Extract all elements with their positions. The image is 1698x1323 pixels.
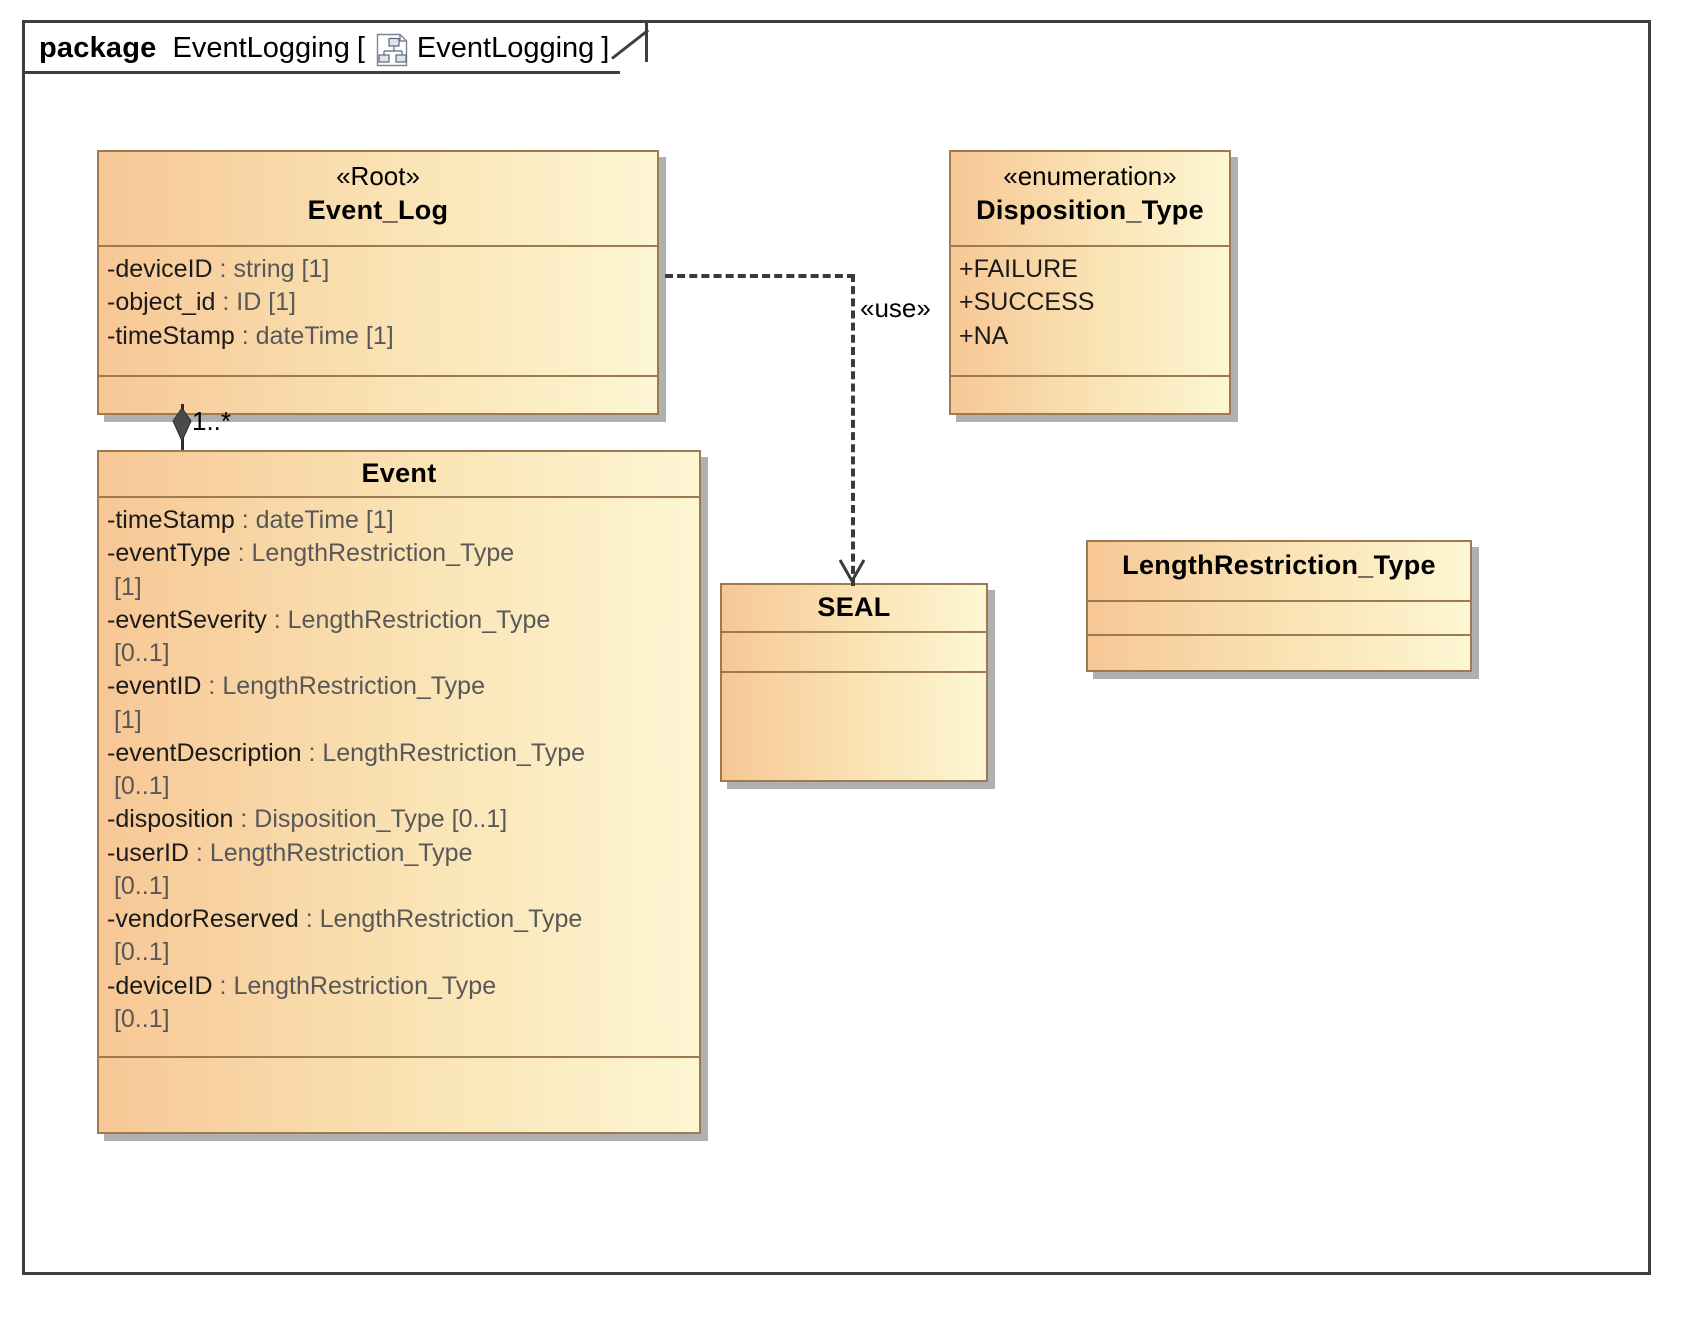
class-disposition-type-operations xyxy=(951,377,1229,413)
attribute-row: -deviceID : LengthRestriction_Type [0..1… xyxy=(107,971,497,1033)
class-length-restriction-type[interactable]: LengthRestriction_Type xyxy=(1086,540,1472,672)
class-disposition-type-header: «enumeration» Disposition_Type xyxy=(951,152,1229,247)
package-bracket-close: ] xyxy=(601,32,610,64)
package-diagram-name: EventLogging xyxy=(416,32,595,64)
composition-diamond-icon xyxy=(172,407,192,443)
class-length-restriction-type-header: LengthRestriction_Type xyxy=(1088,542,1470,602)
class-event-header: Event xyxy=(99,452,699,498)
class-length-restriction-type-name: LengthRestriction_Type xyxy=(1122,550,1436,580)
class-disposition-type[interactable]: «enumeration» Disposition_Type +FAILURE … xyxy=(949,150,1231,415)
attribute-row: -deviceID : string [1] xyxy=(107,255,330,283)
attribute-row: -disposition : Disposition_Type [0..1] xyxy=(107,805,508,834)
class-seal-name: SEAL xyxy=(817,592,891,622)
composition-multiplicity-label: 1..* xyxy=(192,406,232,436)
package-header-tab: package EventLogging [ EventLogging ] xyxy=(22,20,616,74)
class-event-name: Event xyxy=(361,458,437,488)
class-disposition-type-stereotype: «enumeration» xyxy=(1003,161,1177,191)
attribute-row: -object_id : ID [1] xyxy=(107,288,296,317)
class-disposition-type-name: Disposition_Type xyxy=(976,194,1204,225)
package-keyword: package xyxy=(39,32,157,64)
class-event[interactable]: Event -timeStamp : dateTime [1] -eventTy… xyxy=(97,450,701,1134)
use-dependency-vertical-segment xyxy=(851,274,855,586)
class-seal-header: SEAL xyxy=(722,585,986,633)
attribute-row: -eventType : LengthRestriction_Type [1] xyxy=(107,539,515,601)
attribute-row: -eventSeverity : LengthRestriction_Type … xyxy=(107,605,551,667)
class-event-log-stereotype: «Root» xyxy=(336,161,420,191)
class-seal-attributes xyxy=(722,633,986,673)
package-tab-right-edge xyxy=(645,20,648,62)
use-dependency-stereotype-label: «use» xyxy=(860,293,931,323)
attribute-row: -timeStamp : dateTime [1] xyxy=(107,321,394,350)
use-dependency-horizontal-segment xyxy=(665,274,855,278)
class-event-log-header: «Root» Event_Log xyxy=(99,152,657,247)
package-bracket-open: [ xyxy=(356,32,365,64)
class-event-attributes: -timeStamp : dateTime [1] -eventType : L… xyxy=(99,498,699,1058)
class-seal-operations xyxy=(722,673,986,780)
attribute-row: -eventDescription : LengthRestriction_Ty… xyxy=(107,738,586,800)
class-event-log[interactable]: «Root» Event_Log -deviceID : string [1] … xyxy=(97,150,659,415)
class-event-log-name: Event_Log xyxy=(307,194,449,225)
class-disposition-type-literals: +FAILURE +SUCCESS +NA xyxy=(951,247,1229,377)
class-event-operations xyxy=(99,1058,699,1132)
use-dependency-arrowhead-icon xyxy=(838,558,866,585)
package-name: EventLogging xyxy=(172,32,350,64)
package-tab-bottom-edge xyxy=(22,71,620,74)
attribute-row: -eventID : LengthRestriction_Type [1] xyxy=(107,672,485,734)
attribute-row: -userID : LengthRestriction_Type [0..1] xyxy=(107,838,473,900)
diagram-icon xyxy=(375,33,409,67)
enum-literal: +FAILURE xyxy=(959,255,1078,283)
attribute-row: -vendorReserved : LengthRestriction_Type… xyxy=(107,905,583,967)
class-seal[interactable]: SEAL xyxy=(720,583,988,782)
enum-literal: +SUCCESS xyxy=(959,288,1095,317)
enum-literal: +NA xyxy=(959,321,1009,350)
attribute-row: -timeStamp : dateTime [1] xyxy=(107,506,394,534)
class-length-restriction-type-attributes xyxy=(1088,602,1470,636)
class-length-restriction-type-operations xyxy=(1088,636,1470,670)
class-event-log-attributes: -deviceID : string [1] -object_id : ID [… xyxy=(99,247,657,377)
